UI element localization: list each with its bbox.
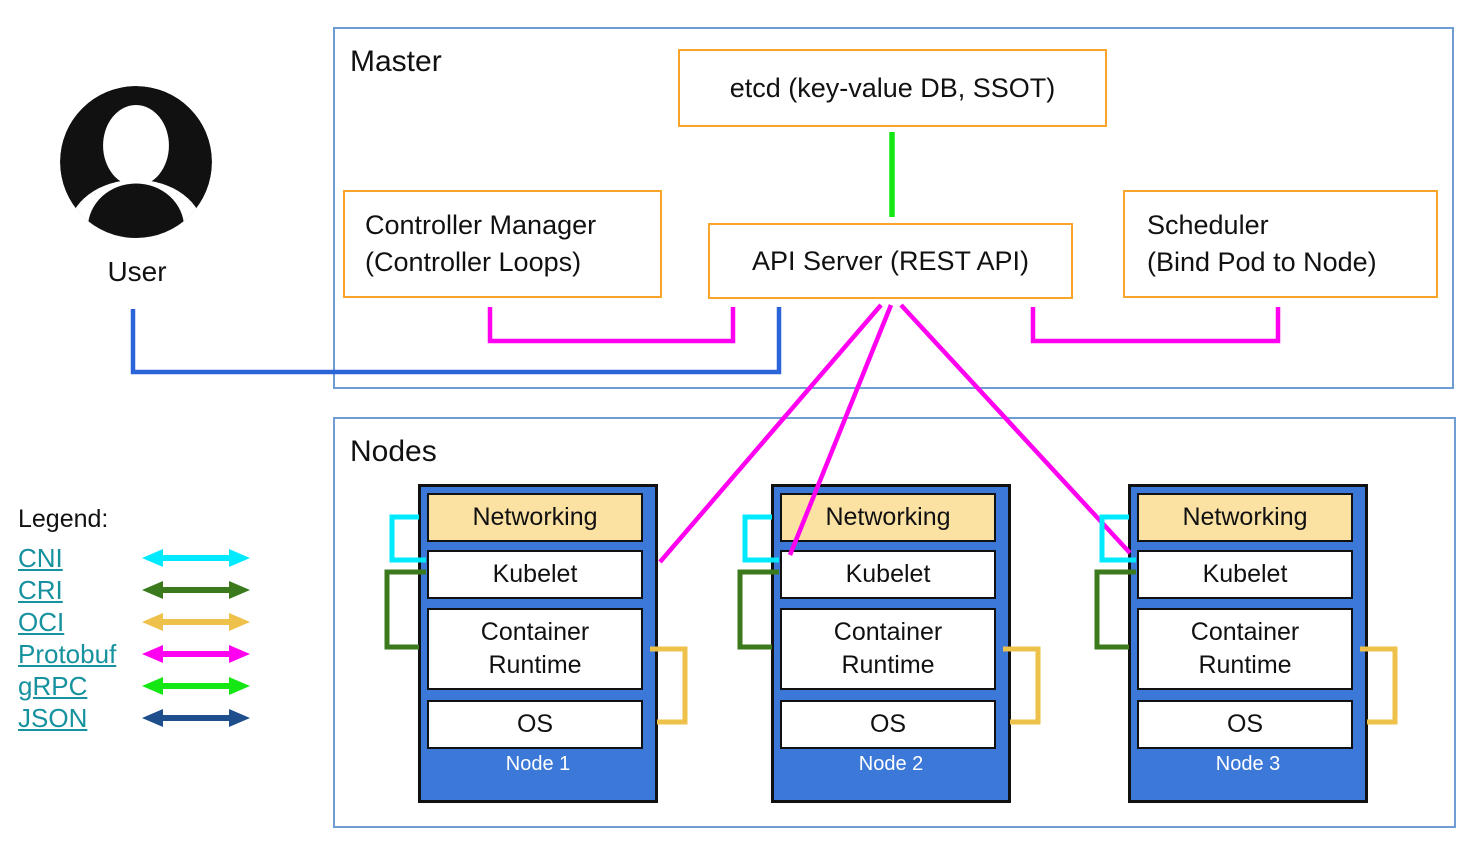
os-label: OS bbox=[869, 710, 907, 738]
nodes-section: Nodes Networking Kubelet Container Runti… bbox=[333, 417, 1456, 828]
grpc-arrow-icon bbox=[142, 675, 250, 697]
legend: Legend: CNI CRI OCI Protobuf gRP bbox=[18, 505, 250, 734]
os-label: OS bbox=[1226, 710, 1264, 738]
networking-box: Networking bbox=[427, 493, 643, 542]
kubelet-label: Kubelet bbox=[1202, 560, 1288, 588]
container-runtime-label: Container Runtime bbox=[1190, 618, 1300, 679]
oci-arrow-icon bbox=[142, 611, 250, 633]
container-runtime-label: Container Runtime bbox=[833, 618, 943, 679]
cni-arrow-icon bbox=[142, 547, 250, 569]
legend-link-oci[interactable]: OCI bbox=[18, 606, 65, 637]
kubelet-box: Kubelet bbox=[427, 550, 643, 599]
api-server-box: API Server (REST API) bbox=[708, 223, 1073, 299]
legend-link-protobuf[interactable]: Protobuf bbox=[18, 638, 117, 669]
legend-row-cri: CRI bbox=[18, 574, 250, 606]
legend-row-cni: CNI bbox=[18, 542, 250, 574]
node-box-2: Networking Kubelet Container Runtime OS … bbox=[771, 484, 1011, 803]
controller-manager-line2: (Controller Loops) bbox=[365, 247, 582, 277]
kubelet-box: Kubelet bbox=[1137, 550, 1353, 599]
json-arrow-icon bbox=[142, 707, 250, 729]
user-avatar-icon bbox=[60, 86, 212, 238]
legend-link-cri[interactable]: CRI bbox=[18, 574, 63, 605]
nodes-title: Nodes bbox=[350, 435, 437, 468]
api-server-label: API Server (REST API) bbox=[751, 245, 1030, 276]
container-runtime-box: Container Runtime bbox=[427, 608, 643, 690]
legend-row-oci: OCI bbox=[18, 606, 250, 638]
legend-title: Legend: bbox=[18, 505, 109, 533]
os-box: OS bbox=[780, 700, 996, 749]
os-label: OS bbox=[516, 710, 554, 738]
scheduler-line2: (Bind Pod to Node) bbox=[1147, 247, 1377, 277]
master-title: Master bbox=[350, 45, 442, 78]
container-runtime-box: Container Runtime bbox=[780, 608, 996, 690]
networking-box: Networking bbox=[1137, 493, 1353, 542]
container-runtime-box: Container Runtime bbox=[1137, 608, 1353, 690]
controller-manager-box: Controller Manager (Controller Loops) bbox=[343, 190, 662, 298]
etcd-box: etcd (key-value DB, SSOT) bbox=[678, 49, 1107, 127]
master-section: Master etcd (key-value DB, SSOT) Control… bbox=[333, 27, 1454, 389]
node-name-label: Node 2 bbox=[858, 753, 924, 775]
cri-arrow-icon bbox=[142, 579, 250, 601]
node-name-label: Node 1 bbox=[505, 753, 571, 775]
networking-label: Networking bbox=[1182, 503, 1308, 531]
controller-manager-line1: Controller Manager bbox=[365, 210, 597, 240]
networking-label: Networking bbox=[825, 503, 951, 531]
scheduler-box: Scheduler (Bind Pod to Node) bbox=[1123, 190, 1438, 298]
etcd-label: etcd (key-value DB, SSOT) bbox=[729, 72, 1056, 103]
node-box-1: Networking Kubelet Container Runtime OS … bbox=[418, 484, 658, 803]
kubelet-box: Kubelet bbox=[780, 550, 996, 599]
networking-label: Networking bbox=[472, 503, 598, 531]
scheduler-line1: Scheduler bbox=[1147, 210, 1269, 240]
kubelet-label: Kubelet bbox=[492, 560, 578, 588]
container-runtime-label: Container Runtime bbox=[480, 618, 590, 679]
user-label: User bbox=[107, 256, 167, 287]
protobuf-arrow-icon bbox=[142, 643, 250, 665]
kubelet-label: Kubelet bbox=[845, 560, 931, 588]
node-box-3: Networking Kubelet Container Runtime OS … bbox=[1128, 484, 1368, 803]
legend-link-cni[interactable]: CNI bbox=[18, 542, 63, 573]
legend-link-json[interactable]: JSON bbox=[18, 702, 88, 733]
legend-link-grpc[interactable]: gRPC bbox=[18, 670, 88, 701]
legend-row-protobuf: Protobuf bbox=[18, 638, 250, 670]
legend-row-grpc: gRPC bbox=[18, 670, 250, 702]
os-box: OS bbox=[1137, 700, 1353, 749]
os-box: OS bbox=[427, 700, 643, 749]
node-name-label: Node 3 bbox=[1215, 753, 1281, 775]
networking-box: Networking bbox=[780, 493, 996, 542]
legend-row-json: JSON bbox=[18, 702, 250, 734]
